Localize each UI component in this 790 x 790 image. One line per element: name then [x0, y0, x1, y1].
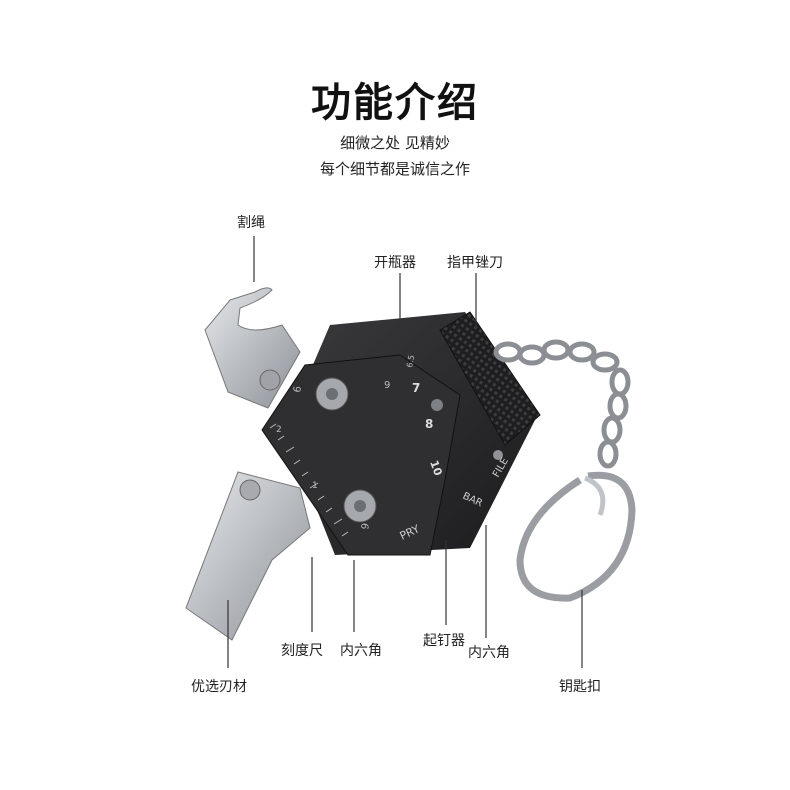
subtitle-line-1: 细微之处 见精妙 — [340, 134, 450, 152]
engraving-9-a: 9 — [384, 380, 390, 391]
label-nail-file: 指甲锉刀 — [447, 255, 503, 271]
engraving-ruler-1: 1 — [312, 481, 318, 491]
key-ring-clasp — [516, 471, 636, 602]
engraving-10: 10 — [427, 459, 445, 478]
engraving-ruler-2: 2 — [276, 425, 282, 435]
engraving-6-5: 6.5 — [405, 354, 416, 368]
label-key-ring: 钥匙扣 — [559, 679, 601, 695]
small-screw-right — [493, 450, 503, 460]
nail-file-bar — [439, 311, 541, 446]
label-bottle-opener: 开瓶器 — [374, 255, 416, 271]
page-title: 功能介绍 — [311, 80, 479, 126]
key-chain — [493, 339, 631, 469]
blade-pivot-screw — [239, 479, 261, 501]
label-nail-puller: 起钉器 — [423, 633, 465, 649]
engraving-6-top: 6 — [292, 385, 304, 393]
engraving-7: 7 — [412, 381, 420, 395]
small-screw-mid — [431, 399, 443, 411]
tool-front-plate — [261, 354, 461, 556]
engraving-9-b: 9 — [360, 522, 372, 530]
subtitle-line-2: 每个细节都是诚信之作 — [319, 160, 470, 178]
label-ruler: 刻度尺 — [281, 643, 323, 659]
label-rope-cutter: 割绳 — [237, 215, 265, 231]
label-blade-material: 优选刃材 — [191, 679, 247, 695]
rope-cutter-hook — [204, 287, 301, 409]
label-hex-wrench-1: 内六角 — [340, 643, 382, 659]
callout-lines — [227, 236, 583, 668]
hook-pivot-screw — [259, 369, 281, 391]
label-hex-wrench-2: 内六角 — [468, 645, 510, 661]
knife-blade — [185, 471, 311, 641]
ruler-ticks — [269, 423, 349, 537]
engraving-8: 8 — [425, 417, 433, 431]
